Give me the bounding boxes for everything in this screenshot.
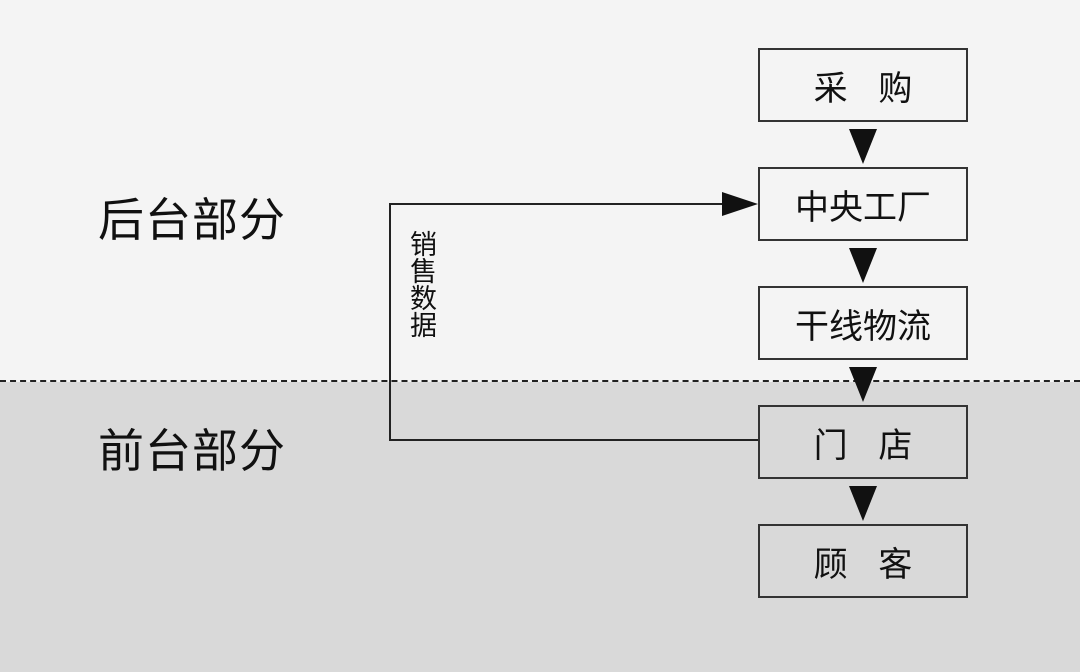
- feedback-line: [389, 203, 758, 441]
- backend-zone-label: 后台部分: [98, 193, 286, 247]
- feedback-arrowhead: [722, 192, 758, 216]
- zone-divider-dashed-line: [0, 380, 1080, 382]
- node-store: 门 店: [758, 405, 968, 479]
- frontend-zone-label: 前台部分: [98, 424, 286, 478]
- node-central-factory: 中央工厂: [758, 167, 968, 241]
- arrow-logistics-to-store: [849, 367, 877, 402]
- arrow-store-to-customer: [849, 486, 877, 521]
- node-purchase: 采 购: [758, 48, 968, 122]
- sales-data-label: 销售数据: [405, 230, 439, 338]
- node-customer: 顾 客: [758, 524, 968, 598]
- arrow-central-to-logistics: [849, 248, 877, 283]
- node-trunk-logistics: 干线物流: [758, 286, 968, 360]
- arrow-purchase-to-central: [849, 129, 877, 164]
